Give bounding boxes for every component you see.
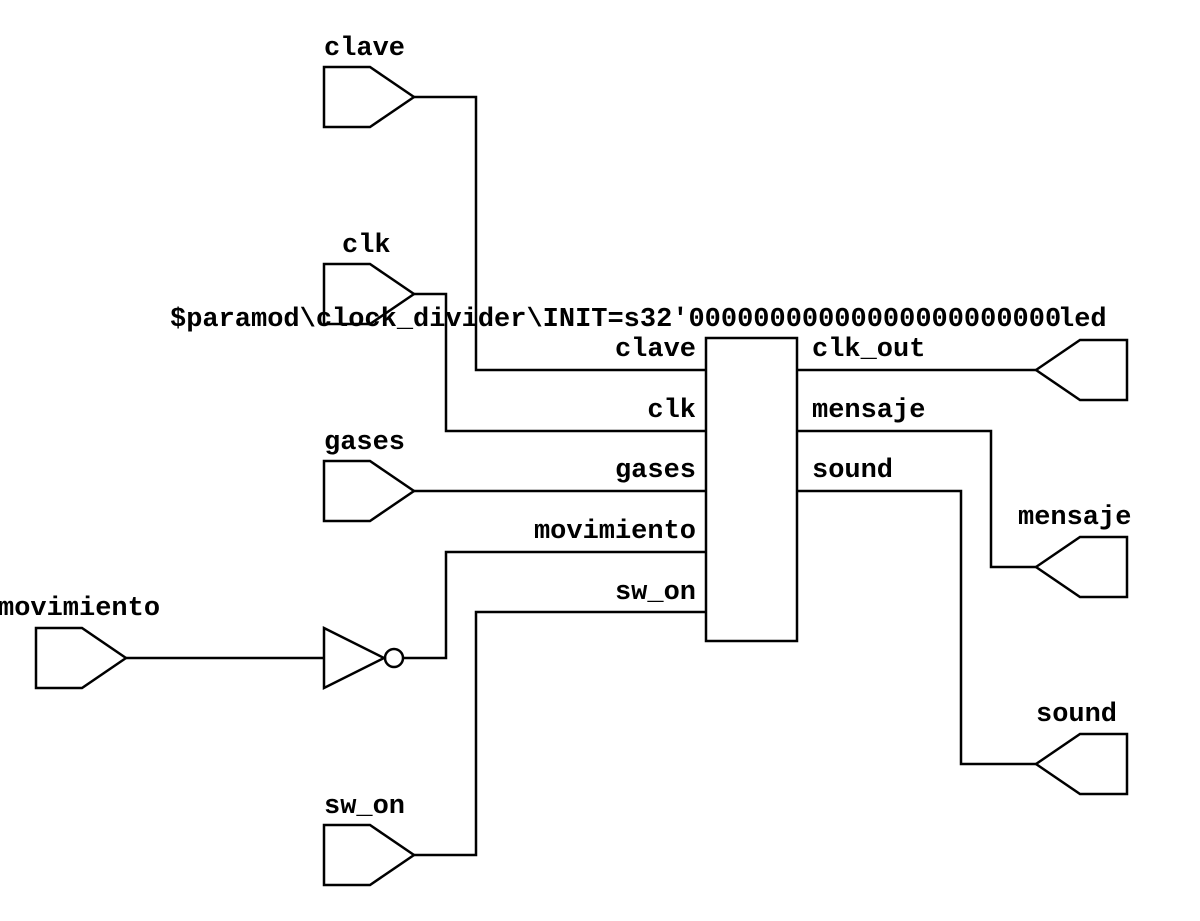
cell-port-sound-label: sound — [812, 456, 893, 486]
input-port-sw_on-label: sw_on — [324, 792, 405, 822]
wire-sw_on — [414, 610, 706, 857]
not-gate — [322, 625, 405, 691]
cell-port-gases-label: gases — [615, 456, 696, 486]
output-port-led-label: led — [1058, 305, 1107, 335]
input-port-clave-label: clave — [324, 34, 405, 64]
output-port-sound-label: sound — [1036, 700, 1117, 730]
cell-name-label: $paramod\clock_divider\INIT=s32'00000000… — [170, 305, 1061, 335]
wire-clave — [414, 95, 706, 372]
wire-not-to-movimiento — [403, 550, 706, 660]
clock-divider-cell: $paramod\clock_divider\INIT=s32'00000000… — [170, 305, 1061, 643]
cell-port-clk_out-label: clk_out — [812, 335, 925, 365]
cell-port-clk-label: clk — [647, 396, 696, 426]
input-port-movimiento: movimiento — [0, 594, 160, 690]
output-port-led: led — [1033, 305, 1129, 402]
cell-port-sw_on-label: sw_on — [615, 578, 696, 608]
input-port-gases-label: gases — [324, 428, 405, 458]
input-port-movimiento-label: movimiento — [0, 594, 160, 624]
cell-port-clave-label: clave — [615, 335, 696, 365]
input-port-gases: gases — [322, 428, 417, 523]
input-port-clk: clk — [322, 231, 417, 326]
input-port-sw_on: sw_on — [322, 792, 417, 887]
wire-sound — [797, 489, 1036, 766]
output-port-sound: sound — [1033, 700, 1129, 796]
output-port-mensaje: mensaje — [1018, 503, 1131, 599]
wire-clk — [414, 292, 706, 433]
wire-mensaje — [797, 429, 1036, 569]
cell-port-mensaje-label: mensaje — [812, 396, 925, 426]
input-port-clk-label: clk — [342, 231, 391, 261]
cell-port-movimiento-label: movimiento — [534, 517, 696, 547]
output-port-mensaje-label: mensaje — [1018, 503, 1131, 533]
input-port-clave: clave — [322, 34, 417, 129]
